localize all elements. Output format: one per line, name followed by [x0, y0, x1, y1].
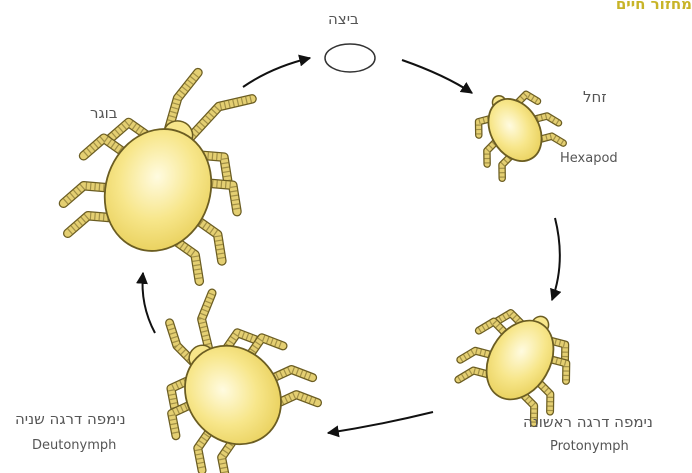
larva-sublabel: Hexapod	[560, 152, 618, 165]
deutonymph-mite-illustration	[116, 275, 327, 473]
arrow-egg-to-larva	[402, 60, 472, 93]
arrow-protonymph-to-deutonymph	[328, 412, 433, 433]
protonymph-mite-illustration	[451, 292, 589, 428]
deutonymph-sublabel: Deutonymph	[32, 439, 116, 452]
protonymph-label: נימפה דרגה ראשונה	[523, 415, 653, 430]
arrow-larva-to-protonymph	[552, 218, 560, 300]
egg-shape	[325, 44, 375, 72]
larva-label: זחל	[583, 90, 607, 105]
larva-mite-illustration	[460, 76, 568, 181]
deutonymph-label: נימפה דרגה שניה	[15, 412, 126, 427]
adult-mite-illustration	[54, 45, 279, 286]
arrow-deutonymph-to-adult	[143, 273, 156, 333]
adult-label: בוגר	[90, 106, 117, 121]
protonymph-sublabel: Protonymph	[550, 440, 629, 453]
egg-label: ביצה	[328, 12, 359, 27]
arrow-adult-to-egg	[243, 58, 310, 87]
